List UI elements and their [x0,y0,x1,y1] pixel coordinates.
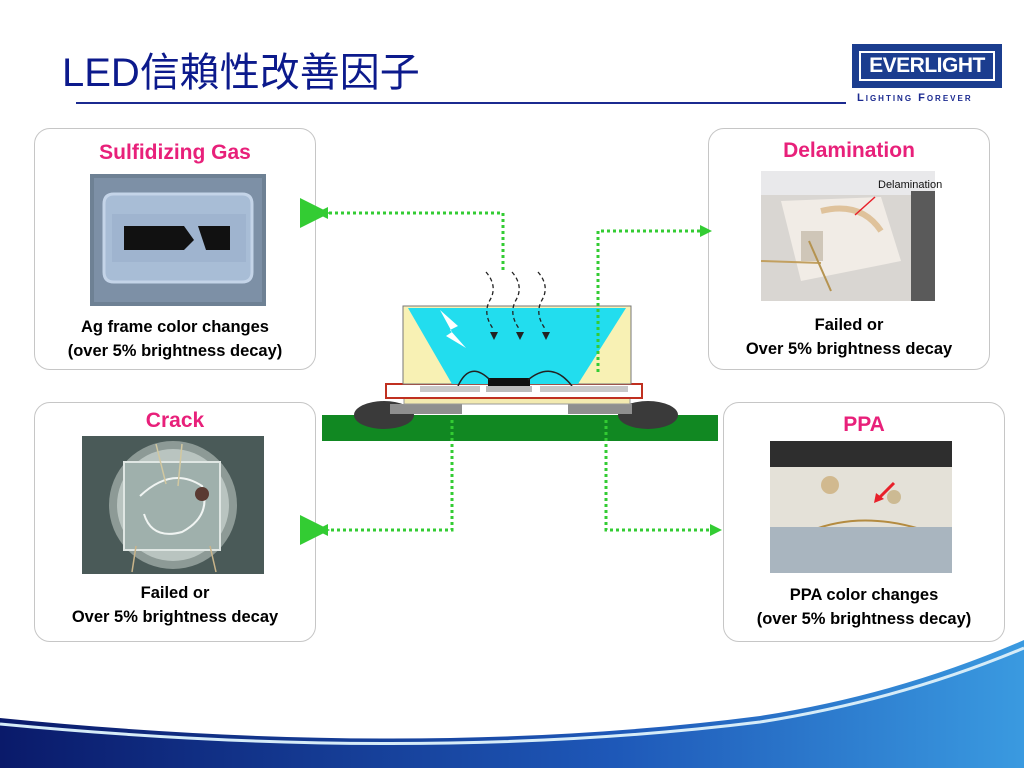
lightning-icon [440,310,466,348]
connector-delamination [596,229,700,372]
panel-sulfidizing-gas: Sulfidizing Gas Ag frame color changes (… [34,128,316,370]
bond-wire-right [527,370,573,387]
lead-frame-left [390,404,462,414]
caption-line: Failed or [814,316,884,334]
footer-swoosh [0,640,1024,768]
caption-line: Ag frame color changes [81,318,269,336]
arrowhead-ppa [710,524,722,536]
caption-sulfidizing: Ag frame color changes (over 5% brightne… [35,315,315,363]
slide-title: LED信賴性改善因子 [62,51,420,95]
arrowhead-crack [316,524,328,536]
gas-arrows [485,271,547,331]
everlight-logo: EVERLIGHT [852,44,1002,88]
delamination-photo: Delamination [760,171,942,301]
bond-wire-left [457,370,491,387]
connector-sulfidizing [300,198,505,270]
caption-line: PPA color changes [789,586,939,604]
arrowhead-sulfidizing [316,207,328,219]
panel-crack: Crack Failed or Over 5% brightness decay [34,402,316,642]
caption-line: Over 5% brightness decay [71,608,279,626]
connector-lines [300,198,710,545]
ppa-photo [770,441,952,573]
crack-photo [82,436,264,574]
electrode-right [540,386,628,392]
panel-title-crack: Crack [145,409,205,432]
gas-arrowheads [490,332,550,340]
delamination-photo-label: Delamination [878,179,942,191]
lead-frame-right [568,404,632,414]
caption-line: (over 5% brightness decay) [67,342,283,360]
encapsulant [408,308,626,384]
panel-title-sulfidizing: Sulfidizing Gas [99,141,251,164]
title-underline [76,102,846,104]
panel-title-delamination: Delamination [783,139,915,162]
logo-tagline: Lighting Forever [857,92,973,104]
panel-ppa: PPA PPA color changes (over 5% brightnes… [723,402,1005,642]
electrode-left [420,386,480,392]
led-chip [488,378,530,386]
arrowhead-delamination [700,225,712,237]
caption-line: (over 5% brightness decay) [756,610,972,628]
connector-ppa [604,420,710,532]
logo-brand: EVERLIGHT [859,51,995,81]
caption-line: Over 5% brightness decay [745,340,953,358]
panel-title-ppa: PPA [843,413,885,436]
caption-delamination: Failed or Over 5% brightness decay [709,313,989,361]
connector-crack [300,420,454,545]
caption-crack: Failed or Over 5% brightness decay [35,581,315,629]
sulfidizing-photo [90,174,266,306]
panel-delamination: Delamination Delamination Failed or Over… [708,128,990,370]
chip-pad [486,386,532,392]
caption-ppa: PPA color changes (over 5% brightness de… [724,583,1004,631]
caption-line: Failed or [140,584,210,602]
solder-right [618,401,678,429]
